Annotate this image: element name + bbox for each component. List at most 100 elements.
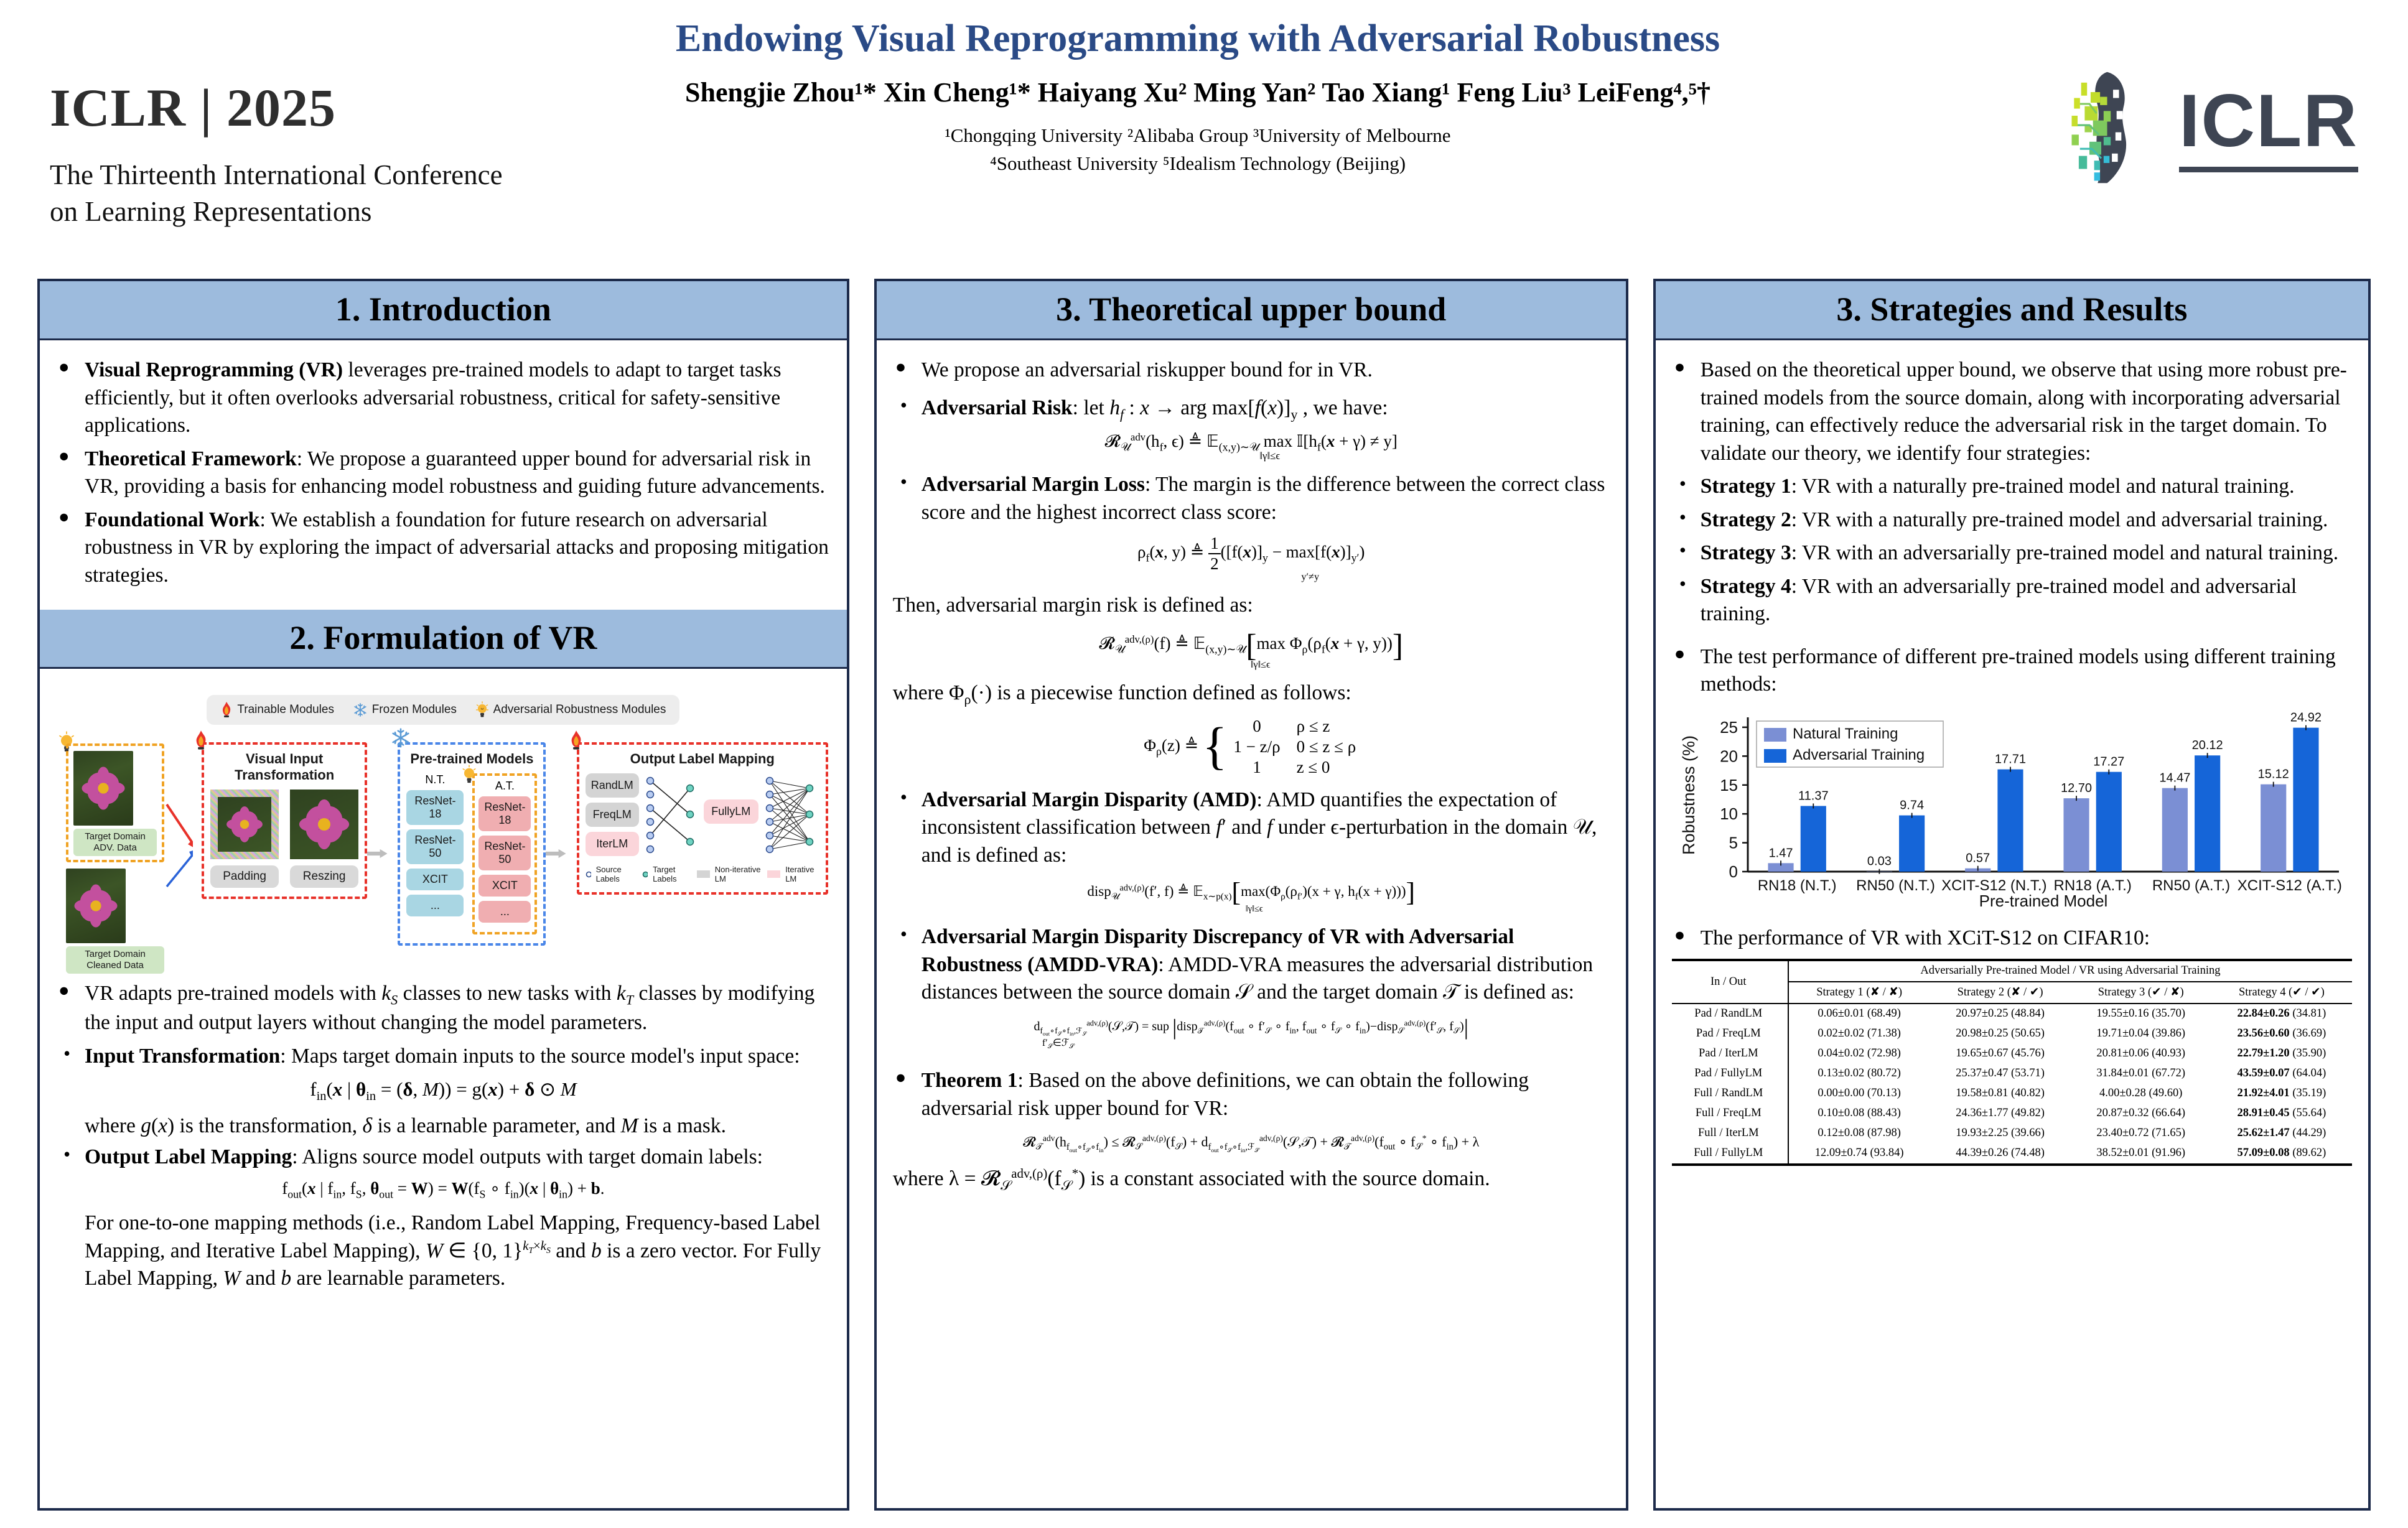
olm-method-chips: RandLM FreqLM IterLM	[585, 773, 639, 861]
list-item: We propose an adversarial riskupper boun…	[893, 355, 1610, 384]
minilegend-iterative: Iterative LM	[785, 865, 814, 884]
conference-subtitle-line1: The Thirteenth International Conference	[50, 159, 503, 190]
chart-y-tick-label: 25	[1720, 718, 1738, 737]
chart-legend-swatch	[1763, 749, 1786, 763]
affiliation-line2: ⁴Southeast University ⁵Idealism Technolo…	[989, 152, 1406, 175]
piecewise-condition: 0 ≤ z ≤ ρ	[1296, 737, 1356, 756]
chart-value-label: 24.92	[2290, 711, 2322, 725]
table-cell: 19.55±0.16 (35.70)	[2096, 1007, 2186, 1020]
legend-item-frozen: Frozen Modules	[353, 702, 457, 717]
table-col-header: Strategy 2 (✘ / ✔)	[1957, 986, 2043, 999]
list-item: Strategy 2: VR with a naturally pre-trai…	[1672, 504, 2352, 534]
lm-chip-randlm: RandLM	[585, 773, 639, 798]
chart-y-tick-label: 15	[1720, 776, 1738, 794]
lm-chip-iterlm: IterLM	[585, 832, 639, 857]
table-group-header: Adversarially Pre-trained Model / VR usi…	[1788, 959, 2352, 982]
adv-data-group: Target Domain ADV. Data	[66, 743, 165, 863]
diagram-legend: Trainable Modules	[207, 695, 680, 725]
bullet-lead: Theoretical Framework	[85, 447, 297, 470]
poster-header: ICLR | 2025 The Thirteenth International…	[0, 0, 2408, 268]
chart-x-tick-label: XCIT-S12 (N.T.)	[1941, 877, 2046, 894]
table-cell: 20.81±0.06 (40.93)	[2096, 1047, 2186, 1060]
table-col-header: Strategy 1 (✘ / ✘)	[1816, 986, 1903, 999]
model-chip: XCIT	[478, 875, 531, 897]
eq-amd-constraint: ‖γ‖≤ϵ	[1245, 904, 1263, 915]
chart-value-label: 1.47	[1768, 846, 1793, 860]
olm-content: RandLM FreqLM IterLM	[585, 773, 819, 861]
bullet-text: : VR with an adversarially pre-trained m…	[1700, 574, 2297, 626]
list-item: Visual Reprogramming (VR) leverages pre-…	[56, 355, 831, 440]
table-cell: 0.12±0.08 (87.98)	[1818, 1127, 1901, 1140]
vr-pipeline-diagram: Trainable Modules	[56, 695, 831, 974]
poster-columns: 1. Introduction Visual Reprogramming (VR…	[0, 279, 2408, 1511]
table-cell: 20.87±0.32 (66.64)	[2096, 1107, 2186, 1120]
list-item: Output Label Mapping: Aligns source mode…	[56, 1141, 831, 1172]
table-row-header: Full / IterLM	[1671, 1123, 1789, 1144]
output-label-mapping-box: Output Label Mapping RandLM FreqLM IterL…	[576, 742, 828, 895]
piecewise-condition: z ≤ 0	[1296, 757, 1330, 776]
transform-stage: Visual Input Transformation	[193, 730, 368, 900]
iterative-swatch	[767, 870, 781, 878]
lightbulb-icon	[475, 701, 488, 717]
bullet-lead: Theorem 1	[921, 1069, 1018, 1092]
abs-close: |	[1463, 1015, 1468, 1040]
piecewise-lhs: Φρ(z) ≜	[1144, 735, 1199, 757]
bullet-text: leverages pre-trained models to adapt to…	[85, 358, 782, 437]
iclr-logo: ICLR	[2042, 68, 2358, 187]
olm-stage: Output Label Mapping RandLM FreqLM IterL…	[567, 730, 828, 895]
chart-x-tick-label: XCIT-S12 (A.T.)	[2238, 877, 2342, 894]
tag-clean-data: Target Domain Cleaned Data	[66, 946, 165, 974]
pretrained-nt-column: N.T. ResNet-18 ResNet-50 XCIT ...	[406, 773, 464, 934]
chart-y-tick-label: 20	[1720, 747, 1738, 765]
column-middle: 3. Theoretical upper bound We propose an…	[874, 279, 1628, 1511]
theory-bullet-3: Adversarial Margin Loss: The margin is t…	[893, 468, 1610, 526]
chart-bar	[1800, 806, 1826, 872]
equation-input-transformation: fin(x | θin = (δ, M)) = g(x) + δ ⊙ M	[310, 1078, 577, 1103]
table-row-header: Pad / RandLM	[1671, 1003, 1789, 1024]
chart-value-label: 17.71	[1995, 753, 2026, 766]
table-cell: 21.92±4.01 (35.19)	[2237, 1087, 2326, 1100]
chart-value-label: 12.70	[2061, 781, 2092, 795]
table-cell: 0.10±0.08 (88.43)	[1818, 1107, 1901, 1120]
bullet-text: : VR with an adversarially pre-trained m…	[1791, 541, 2339, 565]
list-item: Foundational Work: We establish a founda…	[56, 505, 831, 590]
list-item: Strategy 4: VR with an adversarially pre…	[1672, 571, 2352, 628]
section-header-results: 3. Strategies and Results	[1655, 281, 2368, 340]
equation-adversarial-risk: 𝓡𝒰adv(hf, ϵ) ≜ 𝔼(x,y)∼𝒰 max 𝕀[hf(x + γ) …	[893, 431, 1610, 462]
resized-image	[290, 790, 359, 860]
target-label-dot-icon	[643, 871, 648, 878]
chart-bar	[2096, 771, 2122, 872]
legend-label-frozen: Frozen Modules	[371, 703, 457, 717]
bullet-lead: Adversarial Risk	[921, 396, 1073, 419]
iclr-wordmark: ICLR | 2025	[50, 78, 336, 137]
table-cell: 19.71±0.04 (39.86)	[2096, 1027, 2186, 1040]
table-cell: 23.40±0.72 (71.65)	[2096, 1127, 2186, 1140]
section-header-formulation: 2. Formulation of VR	[40, 610, 847, 669]
source-label-dot-icon	[586, 871, 591, 878]
pretrained-stage: Pre-trained Models N.T. ResNet-18 ResNet…	[388, 728, 546, 946]
flame-icon	[193, 730, 209, 754]
list-item: The test performance of different pre-tr…	[1672, 642, 2352, 699]
bracket-close: ]	[1406, 877, 1416, 908]
conference-branding: ICLR | 2025 The Thirteenth International…	[50, 81, 641, 230]
table-cell: 25.62±1.47 (44.29)	[2237, 1127, 2326, 1140]
bullet-text: : Based on the above definitions, we can…	[921, 1069, 1529, 1120]
flame-icon	[223, 702, 231, 718]
column-right: 3. Strategies and Results Based on the t…	[1653, 279, 2371, 1511]
model-chip: XCIT	[406, 869, 464, 891]
results-table-head: In / Out Adversarially Pre-trained Model…	[1671, 959, 2352, 1004]
bullet-text: : AMDD-VRA measures the adversarial dist…	[921, 953, 1594, 1004]
table-cell: 24.36±1.77 (49.82)	[1956, 1107, 2045, 1120]
olm-fully-chip-wrap: FullyLM	[703, 773, 758, 829]
target-domain-adv-image	[73, 751, 133, 826]
equation-theorem-1: 𝓡𝒯adv(hfout∘f𝒮∘fin) ≤ 𝓡𝒮adv,(ρ)(f𝒮) + df…	[1023, 1134, 1480, 1154]
table-cell: 20.97±0.25 (48.84)	[1956, 1007, 2045, 1020]
eq-amd-inner: max(Φρ(ρf′)(x + γ, hf(x + γ)))	[1241, 883, 1406, 902]
list-item: Strategy 3: VR with an adversarially pre…	[1672, 537, 2352, 567]
chart-bar	[2293, 727, 2319, 872]
theory-bullet-5: Adversarial Margin Disparity Discrepancy…	[893, 921, 1610, 1007]
lm-chip-fullylm: FullyLM	[703, 799, 758, 824]
